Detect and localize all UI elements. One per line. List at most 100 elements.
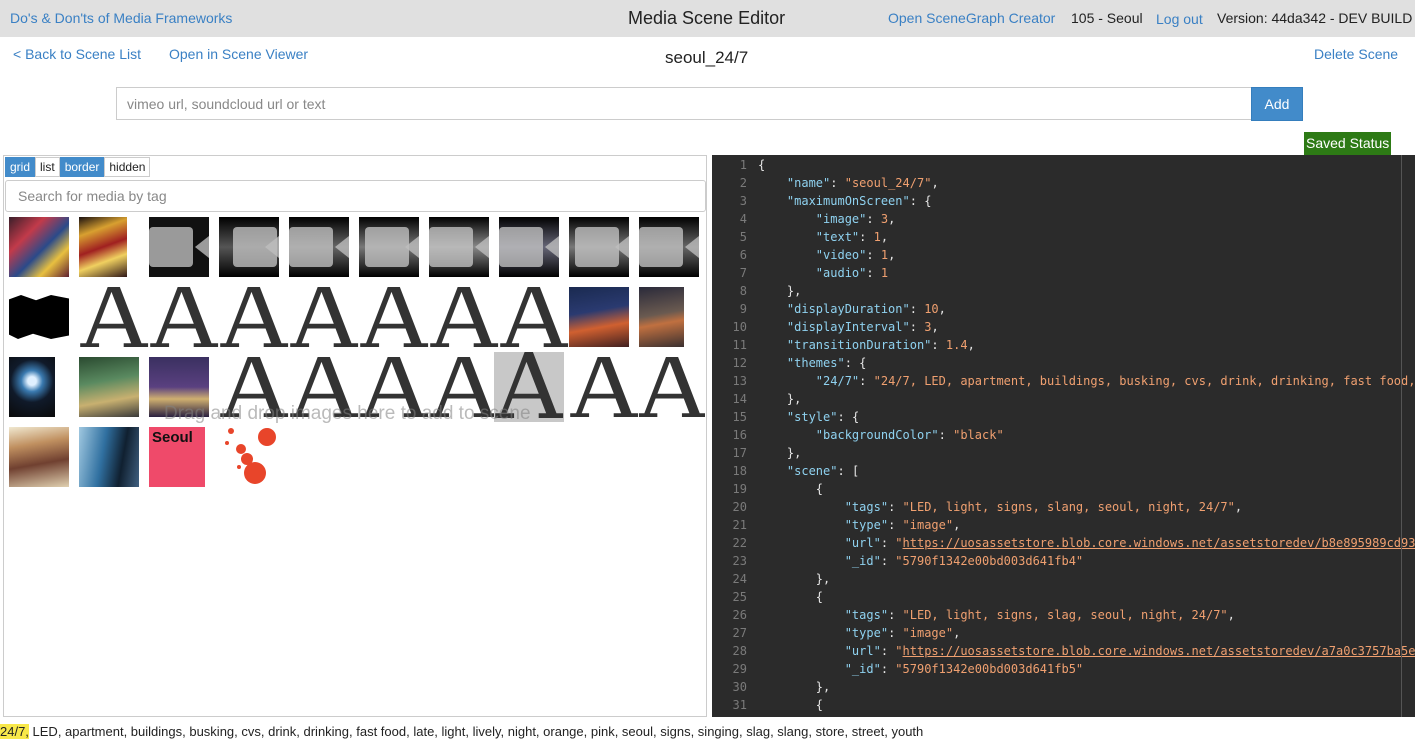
text-media-thumbnail[interactable]: A (79, 287, 149, 347)
text-media-thumbnail[interactable]: A (219, 287, 289, 347)
grid-mode-button[interactable]: grid (5, 157, 36, 177)
code-line: 30 }, (712, 680, 1415, 698)
code-text: }, (758, 680, 831, 694)
code-line: 23 "_id": "5790f1342e00bd003d641fb4" (712, 554, 1415, 572)
code-text: { (758, 698, 824, 712)
add-button[interactable]: Add (1251, 87, 1303, 121)
code-line: 16 "backgroundColor": "black" (712, 428, 1415, 446)
dos-donts-link[interactable]: Do's & Don'ts of Media Frameworks (10, 10, 233, 26)
open-in-scene-viewer-link[interactable]: Open in Scene Viewer (169, 46, 309, 62)
media-thumbnail[interactable] (9, 427, 69, 487)
selected-text-media-thumbnail[interactable]: A (494, 352, 564, 422)
code-line: 27 "type": "image", (712, 626, 1415, 644)
media-thumbnail[interactable] (79, 217, 127, 277)
text-media-thumbnail[interactable]: A (429, 357, 499, 417)
text-media-thumbnail[interactable]: A (359, 357, 429, 417)
line-number: 23 (732, 554, 747, 568)
text-media-thumbnail[interactable]: A (569, 357, 639, 417)
code-text: "displayDuration": 10, (786, 302, 946, 316)
media-thumbnail[interactable] (9, 287, 69, 347)
top-bar: Do's & Don'ts of Media Frameworks Media … (0, 0, 1415, 37)
video-thumbnail[interactable] (359, 217, 419, 277)
theme-tags-bar: 24/7, LED, apartment, buildings, busking… (0, 724, 923, 739)
video-thumbnail[interactable] (639, 217, 699, 277)
line-number: 1 (739, 158, 747, 172)
media-thumbnail[interactable] (79, 357, 139, 417)
media-thumbnail[interactable] (219, 427, 279, 487)
code-text: "24/7": "24/7, LED, apartment, buildings… (815, 374, 1415, 388)
media-thumbnail[interactable] (79, 427, 139, 487)
tag-search-input[interactable] (5, 180, 706, 212)
border-mode-button[interactable]: border (59, 157, 105, 177)
video-thumbnail[interactable] (289, 217, 349, 277)
media-thumbnail[interactable] (569, 287, 629, 347)
video-thumbnail[interactable] (149, 217, 209, 277)
code-line: 15 "style": { (712, 410, 1415, 428)
code-line: 31 { (712, 698, 1415, 716)
json-code-editor[interactable]: 1{2 "name": "seoul_24/7",3 "maximumOnScr… (712, 155, 1415, 717)
video-thumbnail[interactable] (219, 217, 279, 277)
media-panel: grid list border hidden A A A A A A A A … (3, 155, 707, 717)
text-media-thumbnail[interactable]: A (639, 357, 705, 417)
line-number: 13 (732, 374, 747, 388)
text-media-thumbnail[interactable]: A (359, 287, 429, 347)
back-to-scene-list-link[interactable]: < Back to Scene List (13, 46, 142, 62)
code-text: "_id": "5790f1342e00bd003d641fb5" (844, 662, 1084, 676)
code-text: "image": 3, (815, 212, 896, 226)
seoul-label: Seoul (152, 429, 193, 446)
text-media-thumbnail[interactable]: A (289, 287, 359, 347)
media-thumbnail[interactable] (9, 357, 55, 417)
hidden-mode-button[interactable]: hidden (104, 157, 151, 177)
highlighted-tag[interactable]: 24/7, (0, 724, 29, 739)
delete-scene-link[interactable]: Delete Scene (1314, 46, 1399, 62)
app-title: Media Scene Editor (628, 8, 786, 28)
line-number: 24 (732, 572, 747, 586)
line-number: 19 (732, 482, 747, 496)
line-number: 20 (732, 500, 747, 514)
play-arrow-icon (405, 236, 419, 258)
code-line: 6 "video": 1, (712, 248, 1415, 266)
video-thumbnail[interactable] (569, 217, 629, 277)
code-line: 12 "themes": { (712, 356, 1415, 374)
text-media-thumbnail[interactable]: A (499, 287, 569, 347)
text-media-thumbnail[interactable]: A (289, 357, 359, 417)
line-number: 29 (732, 662, 747, 676)
line-number: 3 (739, 194, 747, 208)
code-line: 1{ (712, 158, 1415, 176)
code-line: 19 { (712, 482, 1415, 500)
code-text: }, (758, 446, 802, 460)
code-text: "scene": [ (786, 464, 860, 478)
play-arrow-icon (265, 236, 279, 258)
code-text: "maximumOnScreen": { (786, 194, 932, 208)
code-text: }, (758, 392, 802, 406)
line-number-gutter (712, 155, 752, 717)
media-thumbnail[interactable] (149, 357, 209, 417)
code-line: 11 "transitionDuration": 1.4, (712, 338, 1415, 356)
line-number: 14 (732, 392, 747, 406)
play-arrow-icon (545, 236, 559, 258)
scenegraph-creator-link[interactable]: Open SceneGraph Creator (888, 10, 1056, 26)
text-media-thumbnail[interactable]: A (429, 287, 499, 347)
media-thumbnail[interactable]: Seoul (149, 427, 205, 487)
text-media-thumbnail[interactable]: A (149, 287, 219, 347)
video-thumbnail[interactable] (429, 217, 489, 277)
media-url-input[interactable] (116, 87, 1252, 120)
media-thumbnail[interactable] (9, 217, 69, 277)
user-label: 105 - Seoul (1071, 10, 1143, 26)
version-label: Version: 44da342 - DEV BUILD (1217, 10, 1413, 26)
tag-list: LED, apartment, buildings, busking, cvs,… (28, 724, 924, 739)
logout-link[interactable]: Log out (1156, 11, 1203, 27)
view-mode-toggles: grid list border hidden (5, 157, 151, 177)
media-thumbnail[interactable] (639, 287, 684, 347)
code-text: { (758, 482, 824, 496)
code-text: "transitionDuration": 1.4, (786, 338, 975, 352)
code-line: 20 "tags": "LED, light, signs, slang, se… (712, 500, 1415, 518)
video-thumbnail[interactable] (499, 217, 559, 277)
code-text: "url": "https://uosassetstore.blob.core.… (844, 536, 1415, 550)
line-number: 30 (732, 680, 747, 694)
code-text: "name": "seoul_24/7", (786, 176, 939, 190)
code-text: "audio": 1 (815, 266, 889, 280)
list-mode-button[interactable]: list (35, 157, 60, 177)
play-arrow-icon (475, 236, 489, 258)
text-media-thumbnail[interactable]: A (219, 357, 289, 417)
